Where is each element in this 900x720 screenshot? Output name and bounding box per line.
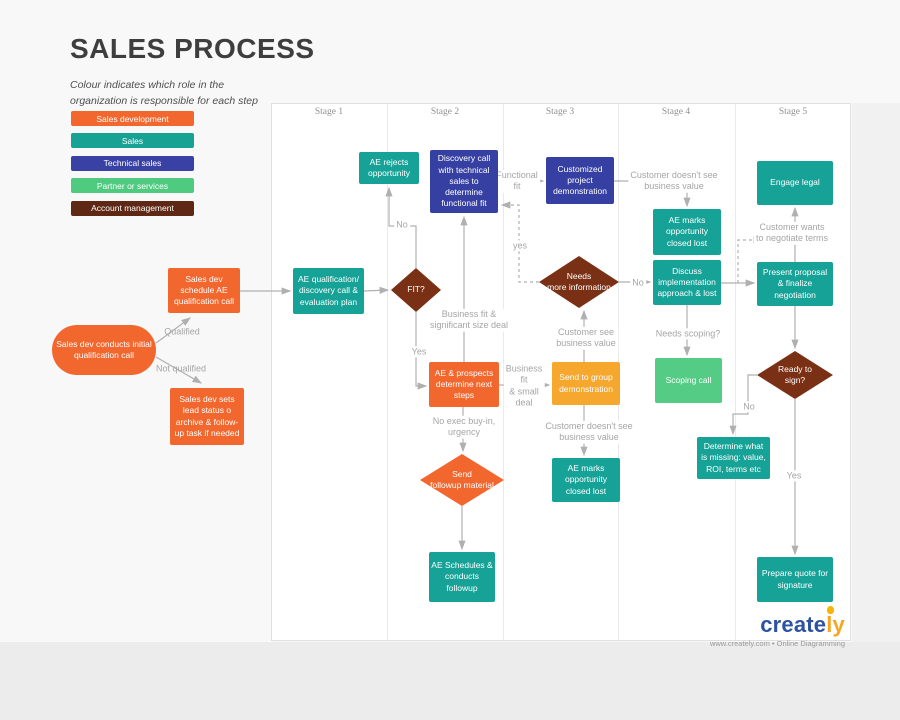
edge-label: Customer wants to negotiate terms — [753, 221, 831, 245]
edge-label: Customer doesn't see business value — [628, 169, 720, 193]
legend-item-technical-sales: Technical sales — [71, 155, 194, 171]
stage-header-2: Stage 2 — [430, 107, 460, 117]
edge-label: Customer doesn't see business value — [543, 420, 635, 444]
logo-text-orange: ly — [826, 606, 845, 637]
logo-tagline: www.creately.com • Online Diagramming — [709, 639, 845, 648]
edge-label: No exec buy-in, urgency — [430, 415, 498, 439]
flow-node-send-followup-material: Send followup material — [430, 468, 494, 490]
flow-node-discuss-implementation-approach: Discuss implementation approach & lost — [653, 260, 721, 305]
edge-label: No — [741, 401, 757, 413]
flow-node-discovery-call-technical-sales: Discovery call with technical sales to d… — [430, 150, 498, 213]
flow-node-sales-dev-sets-lead-status: Sales dev sets lead status o archive & f… — [170, 388, 244, 445]
page-title: SALES PROCESS — [70, 33, 315, 64]
edge-label: Customer see business value — [554, 326, 618, 350]
lightbulb-icon — [826, 606, 834, 614]
column-divider — [502, 104, 504, 640]
edge-label: yes — [510, 240, 530, 252]
stage-header-5: Stage 5 — [778, 107, 808, 117]
page-subtitle: Colour indicates which role in the organ… — [70, 79, 258, 107]
edge-label: Yes — [784, 470, 804, 482]
edge-label: Functional fit — [494, 169, 540, 193]
flow-node-ae-schedules-conducts-followup: AE Schedules & conducts followup — [429, 552, 495, 602]
bottom-strip — [0, 642, 900, 720]
flow-node-prepare-quote-signature: Prepare quote for signature — [757, 557, 833, 602]
edge-label: Qualified — [164, 326, 200, 337]
flow-node-ae-rejects-opportunity: AE rejects opportunity — [359, 152, 419, 184]
flow-node-scoping-call: Scoping call — [655, 358, 722, 403]
legend-item-sales: Sales — [71, 133, 194, 149]
flow-node-fit-decision: FIT? — [407, 284, 425, 295]
edge-label: Business fit & small deal — [503, 363, 545, 409]
column-divider — [387, 104, 388, 640]
flow-node-send-to-group-demonstration: Send to group demonstration — [552, 362, 620, 405]
right-strip — [852, 103, 900, 642]
flow-node-ae-marks-closed-lost-stage3: AE marks opportunity closed lost — [552, 458, 620, 502]
column-divider — [734, 104, 736, 640]
flow-node-present-proposal-finalize: Present proposal & finalize negotiation — [757, 262, 833, 306]
legend-item-sales-development: Sales development — [71, 111, 194, 126]
flow-node-ae-prospects-next-steps: AE & prospects determine next steps — [429, 362, 499, 407]
edge-label: No — [394, 219, 410, 231]
flow-node-customized-project-demonstration: Customized project demonstration — [546, 157, 614, 204]
flow-node-ae-marks-closed-lost-stage4: AE marks opportunity closed lost — [653, 209, 721, 255]
edge-label: Not qualified — [155, 363, 207, 374]
stage-header-1: Stage 1 — [314, 107, 344, 117]
edge-label: Needs scoping? — [653, 328, 723, 340]
flow-node-ready-to-sign-decision: Ready to sign? — [777, 363, 813, 385]
stage-header-3: Stage 3 — [545, 107, 575, 117]
logo-text-blue: create — [760, 612, 827, 637]
legend-item-partner-or-services: Partner or services — [71, 178, 194, 194]
stage-header-4: Stage 4 — [661, 107, 691, 117]
flow-node-ae-qualification-discovery-call: AE qualification/ discovery call & evalu… — [293, 268, 364, 314]
flow-node-engage-legal: Engage legal — [757, 161, 833, 205]
edge-label: No — [630, 277, 646, 289]
flow-node-needs-more-information-decision: Needs more information — [547, 270, 611, 292]
flow-node-determine-what-is-missing: Determine what is missing: value, ROI, t… — [697, 437, 770, 479]
legend-item-account-management: Account management — [71, 200, 194, 216]
edge-label: Yes — [409, 346, 429, 358]
flow-node-sales-dev-schedule-ae-call: Sales dev schedule AE qualification call — [168, 268, 240, 313]
edge-label: Business fit & significant size deal — [427, 308, 511, 332]
flow-node-sales-dev-initial-qualification-call: Sales dev conducts initial qualification… — [52, 325, 156, 375]
